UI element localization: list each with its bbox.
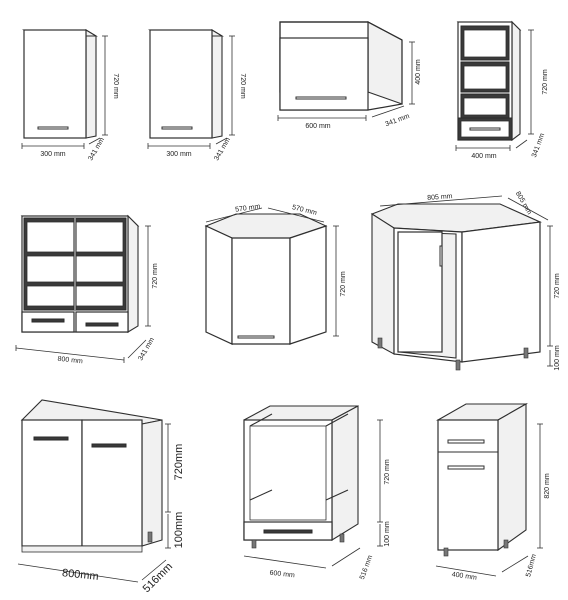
width-label: 600 mm — [269, 570, 295, 580]
door-handle — [237, 335, 275, 339]
drawer-handle — [469, 127, 501, 131]
oven-base-cabinet-600: 720 mm 100 mm 600 mm 516 mm — [243, 405, 391, 581]
door-handle — [37, 126, 69, 130]
height-label: 720 mm — [152, 263, 159, 288]
wall-cabinet-400-open-drawer: 720 mm 400 mm 341 mm — [455, 20, 549, 160]
depth-label: 341 mm — [137, 336, 156, 362]
wall-cabinet-600-liftup: 400 mm 600 mm 341 mm — [277, 21, 422, 130]
depth-label: 341 mm — [213, 136, 232, 162]
height-label: 720 mm — [384, 459, 391, 484]
wall-cabinet-300-a: 720 mm 300 mm 341 mm — [21, 29, 119, 162]
wall-cabinet-800-glass: 720 mm 800 mm 341 mm — [15, 214, 159, 366]
width-label: 300 mm — [40, 151, 65, 158]
width-label: 400 mm — [471, 153, 496, 160]
height-label: 720 mm — [112, 73, 119, 98]
drawer-base-cabinet-400: 820 mm 400 mm 516mm — [435, 403, 551, 582]
corner-base-cabinet-805: 805 mm 805 mm 720 mm 100 mm — [370, 191, 561, 371]
depth-label: 341 mm — [87, 136, 106, 162]
height-label: 720 mm — [542, 69, 549, 94]
door-handle-right — [91, 443, 127, 448]
height-label: 400 mm — [415, 59, 422, 84]
width1-label: 570 mm — [235, 203, 261, 213]
width-label: 400 mm — [451, 571, 477, 581]
wall-cabinet-300-b: 720 mm 300 mm 341 mm — [147, 29, 246, 162]
door-handle — [447, 465, 485, 470]
width-label: 300 mm — [166, 151, 191, 158]
width-label: 600 mm — [305, 123, 330, 130]
depth-label: 516 mm — [359, 554, 374, 580]
plinth-label: 100 mm — [384, 521, 391, 546]
drawer-handle-left — [31, 318, 65, 323]
plinth-label: 100mm — [173, 512, 185, 549]
width-label: 805 mm — [427, 193, 453, 202]
drawer-handle-right — [85, 322, 119, 327]
depth-label: 341 mm — [384, 113, 410, 128]
depth-label: 341 mm — [531, 132, 546, 158]
width-label: 800 mm — [57, 356, 83, 366]
door-handle-left — [33, 436, 69, 441]
height-label: 720 mm — [239, 73, 246, 98]
door-handle — [161, 126, 193, 130]
height-label: 720mm — [173, 444, 185, 481]
door-handle — [439, 245, 443, 267]
height-label: 720 mm — [554, 273, 561, 298]
sink-base-cabinet-800: 720mm 100mm 800mm 516mm — [17, 399, 185, 595]
height-label: 720 mm — [340, 271, 347, 296]
drawer-handle — [447, 439, 485, 444]
corner-wall-cabinet-570: 570 mm 570 mm 720 mm — [204, 203, 347, 345]
height-label: 820 mm — [544, 473, 551, 498]
drawer-handle — [263, 529, 313, 534]
depth-label: 516mm — [141, 561, 175, 595]
door-handle — [295, 96, 347, 100]
width-label: 800mm — [61, 567, 99, 583]
plinth-label: 100 mm — [554, 345, 561, 370]
